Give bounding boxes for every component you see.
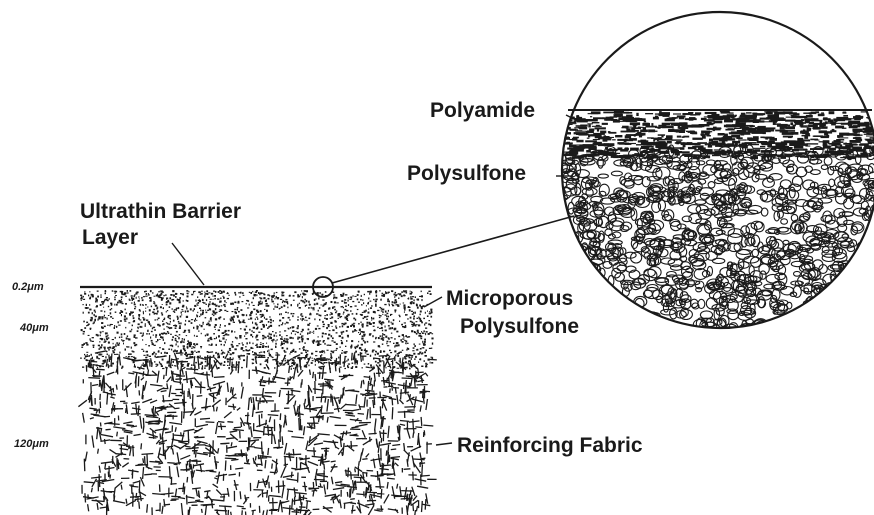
magnifier-connector (332, 216, 574, 283)
reinforcing-leader (436, 443, 452, 445)
depth-marker-barrier: 0.2μm (12, 281, 44, 293)
microporous-label-line2: Polysulfone (460, 315, 579, 338)
polysulfone-label: Polysulfone (407, 162, 526, 185)
microporous-leader (424, 297, 442, 307)
microporous-label-line1: Microporous (446, 287, 573, 310)
depth-marker-polysulfone: 40μm (19, 322, 49, 334)
magnified-inset (555, 12, 874, 339)
polyamide-label: Polyamide (430, 99, 535, 122)
inset-texture (555, 111, 874, 339)
barrier-label-line2: Layer (82, 226, 138, 249)
membrane-slab (78, 287, 436, 515)
slab-texture (78, 290, 436, 515)
depth-marker-fabric: 120μm (14, 438, 49, 450)
barrier-label-line1: Ultrathin Barrier (80, 200, 241, 223)
barrier-leader (172, 243, 204, 285)
reinforcing-fabric-label: Reinforcing Fabric (457, 434, 643, 457)
